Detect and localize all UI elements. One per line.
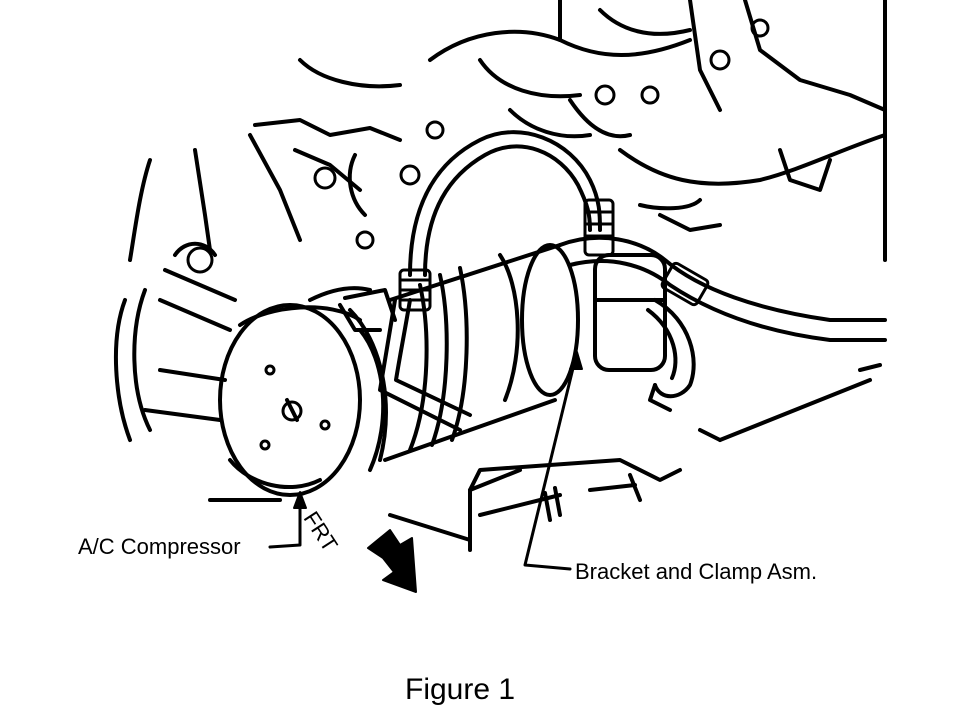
- drive-belts: [113, 241, 237, 442]
- figure-caption: Figure 1: [405, 673, 516, 706]
- engine-block: [128, 0, 887, 302]
- bracket-callout: Bracket and Clamp Asm.: [575, 559, 818, 584]
- leader-lines: [268, 358, 577, 571]
- hose-fittings: [398, 198, 710, 312]
- bracket-clamp: [593, 253, 696, 412]
- refrigerant-hoses: [378, 130, 887, 432]
- compressor-callout: A/C Compressor: [78, 534, 241, 559]
- clutch-plate: [259, 364, 331, 451]
- ac-compressor: [218, 243, 580, 497]
- leader-arrowheads: [293, 351, 583, 509]
- front-arrow: [367, 529, 417, 593]
- engine-bolts: [186, 18, 770, 274]
